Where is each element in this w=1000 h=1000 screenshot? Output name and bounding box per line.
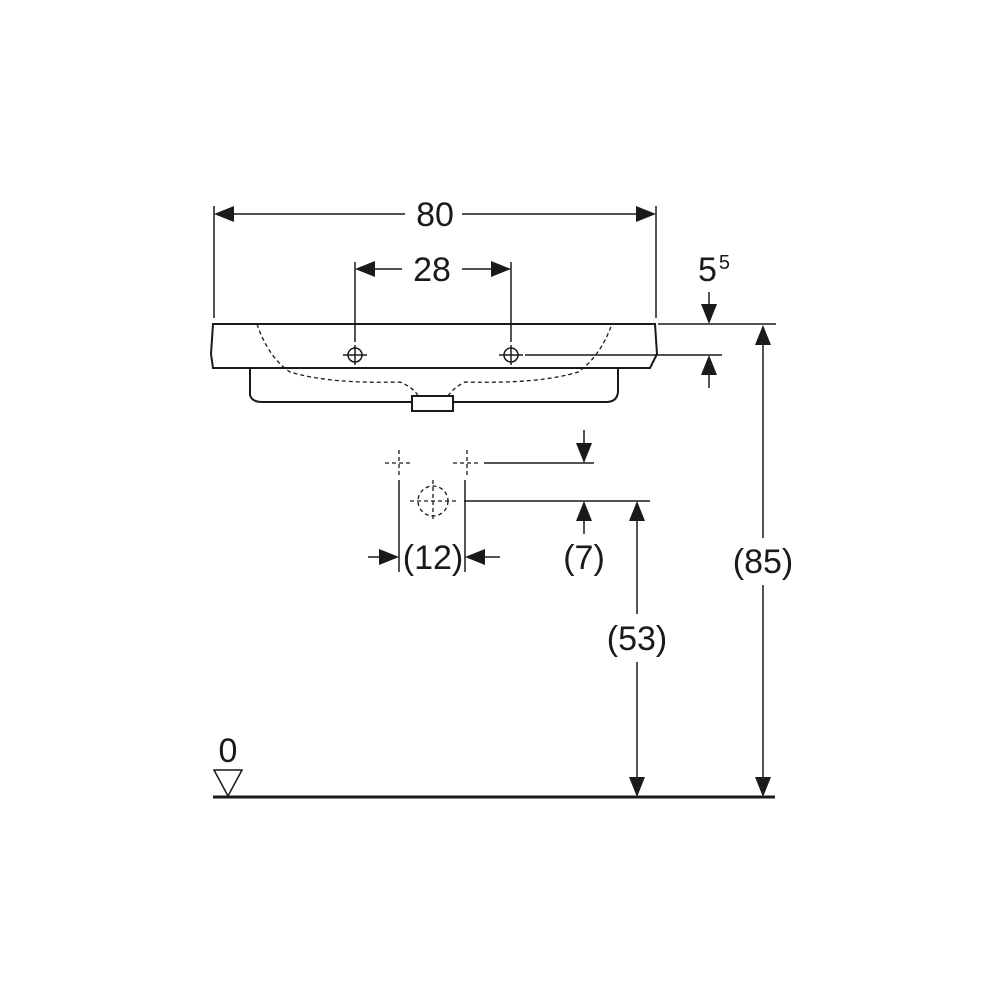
bowl-inner-contour	[256, 323, 613, 397]
drain-offset-label: (7)	[563, 539, 605, 577]
overall-width-label: 80	[416, 196, 454, 234]
dimension-drain-offset: (7)	[464, 430, 650, 577]
supply-point-left	[385, 450, 413, 477]
drain-outlet	[411, 395, 454, 412]
dimension-drain-spacing: (12)	[368, 480, 500, 577]
dimension-drain-height: (53)	[607, 501, 667, 797]
tap-hole-left	[343, 345, 367, 365]
level-triangle-icon	[212, 769, 244, 798]
basin-front-view	[209, 323, 659, 412]
basin-bowl-body	[249, 368, 619, 403]
drain-point	[410, 480, 456, 522]
dimension-rim-height: (85)	[733, 325, 793, 797]
basin-top-rim	[209, 323, 659, 369]
tap-hole-spacing-label: 28	[413, 251, 451, 289]
dimension-tap-hole-spacing: 28	[354, 251, 512, 342]
drain-spacing-label: (12)	[403, 539, 463, 577]
tap-hole-right	[499, 345, 523, 365]
drain-height-label: (53)	[607, 620, 667, 658]
dimension-overall-width: 80	[213, 196, 657, 318]
supply-point-right	[453, 450, 481, 477]
floor-level-marker: 0	[212, 732, 775, 799]
floor-level-label: 0	[219, 732, 238, 770]
rim-height-label: (85)	[733, 543, 793, 581]
